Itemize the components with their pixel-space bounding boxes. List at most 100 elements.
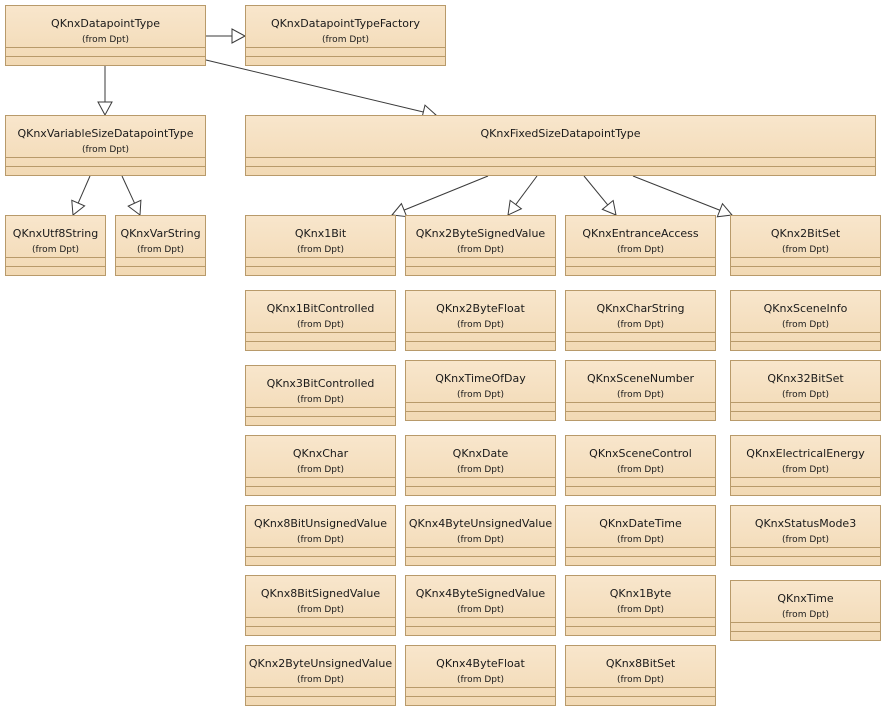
class-compartment-divider bbox=[6, 166, 205, 167]
class-name: QKnx3BitControlled bbox=[266, 377, 375, 390]
class-box-c1-7[interactable]: QKnx2ByteUnsignedValue (from Dpt) bbox=[245, 645, 396, 706]
class-compartment-divider bbox=[406, 617, 555, 618]
class-compartment-divider bbox=[566, 332, 715, 333]
class-stereotype: (from Dpt) bbox=[457, 245, 504, 255]
class-compartment-divider bbox=[566, 341, 715, 342]
class-compartment-divider bbox=[246, 166, 875, 167]
class-box-c3-6[interactable]: QKnx1Byte(from Dpt) bbox=[565, 575, 716, 636]
class-box-c3-2[interactable]: QKnxCharString (from Dpt) bbox=[565, 290, 716, 351]
class-box-c4-1[interactable]: QKnx2BitSet(from Dpt) bbox=[730, 215, 881, 276]
class-compartment-divider bbox=[406, 486, 555, 487]
class-stereotype: (from Dpt) bbox=[322, 35, 369, 45]
class-compartment-divider bbox=[246, 56, 445, 57]
class-box-c4-5[interactable]: QKnxStatusMode3(from Dpt) bbox=[730, 505, 881, 566]
class-name: QKnxVariableSizeDatapointType bbox=[17, 127, 194, 140]
class-compartment-divider bbox=[731, 257, 880, 258]
class-compartment-divider bbox=[566, 266, 715, 267]
class-name: QKnx2ByteUnsignedValue bbox=[248, 657, 393, 670]
class-stereotype: (from Dpt) bbox=[782, 320, 829, 330]
class-box-datapoint-type-factory[interactable]: QKnxDatapointTypeFactory(from Dpt) bbox=[245, 5, 446, 66]
class-box-utf8-string[interactable]: QKnxUtf8String(from Dpt) bbox=[5, 215, 106, 276]
class-compartment-divider bbox=[6, 266, 105, 267]
class-stereotype: (from Dpt) bbox=[782, 535, 829, 545]
class-name: QKnxTime bbox=[777, 592, 834, 605]
class-stereotype: (from Dpt) bbox=[617, 605, 664, 615]
class-compartment-divider bbox=[246, 547, 395, 548]
arrow-type-to-fixed-size bbox=[205, 59, 438, 120]
class-compartment-divider bbox=[246, 47, 445, 48]
class-name: QKnxCharString bbox=[596, 302, 685, 315]
class-box-c3-1[interactable]: QKnxEntranceAccess(from Dpt) bbox=[565, 215, 716, 276]
class-compartment-divider bbox=[566, 411, 715, 412]
class-box-c3-3[interactable]: QKnxSceneNumber (from Dpt) bbox=[565, 360, 716, 421]
class-box-c4-3[interactable]: QKnx32BitSet(from Dpt) bbox=[730, 360, 881, 421]
class-box-c1-1[interactable]: QKnx1Bit(from Dpt) bbox=[245, 215, 396, 276]
class-box-c1-2[interactable]: QKnx1BitControlled (from Dpt) bbox=[245, 290, 396, 351]
class-stereotype: (from Dpt) bbox=[617, 320, 664, 330]
class-box-c2-1[interactable]: QKnx2ByteSignedValue(from Dpt) bbox=[405, 215, 556, 276]
class-box-c2-3[interactable]: QKnxTimeOfDay(from Dpt) bbox=[405, 360, 556, 421]
class-box-variable-size[interactable]: QKnxVariableSizeDatapointType(from Dpt) bbox=[5, 115, 206, 176]
class-compartment-divider bbox=[246, 626, 395, 627]
class-compartment-divider bbox=[731, 631, 880, 632]
class-compartment-divider bbox=[406, 257, 555, 258]
class-box-c1-5[interactable]: QKnx8BitUnsignedValue(from Dpt) bbox=[245, 505, 396, 566]
class-compartment-divider bbox=[246, 486, 395, 487]
class-compartment-divider bbox=[731, 266, 880, 267]
arrow-type-to-factory bbox=[206, 28, 247, 44]
class-stereotype: (from Dpt) bbox=[782, 610, 829, 620]
class-box-fixed-size[interactable]: QKnxFixedSizeDatapointType bbox=[245, 115, 876, 176]
class-box-datapoint-type[interactable]: QKnxDatapointType (from Dpt) bbox=[5, 5, 206, 66]
class-compartment-divider bbox=[731, 411, 880, 412]
class-compartment-divider bbox=[246, 617, 395, 618]
class-name: QKnxUtf8String bbox=[12, 227, 99, 240]
class-box-c3-7[interactable]: QKnx8BitSet(from Dpt) bbox=[565, 645, 716, 706]
class-name: QKnxDatapointType bbox=[51, 17, 160, 30]
arrow-fixed-to-2bitset bbox=[632, 175, 733, 218]
class-box-c2-2[interactable]: QKnx2ByteFloat(from Dpt) bbox=[405, 290, 556, 351]
class-box-c2-5[interactable]: QKnx4ByteUnsignedValue(from Dpt) bbox=[405, 505, 556, 566]
class-stereotype: (from Dpt) bbox=[297, 395, 344, 405]
class-box-c1-6[interactable]: QKnx8BitSignedValue(from Dpt) bbox=[245, 575, 396, 636]
class-compartment-divider bbox=[246, 687, 395, 688]
class-compartment-divider bbox=[406, 402, 555, 403]
class-stereotype: (from Dpt) bbox=[457, 390, 504, 400]
class-compartment-divider bbox=[6, 56, 205, 57]
class-box-c4-2[interactable]: QKnxSceneInfo(from Dpt) bbox=[730, 290, 881, 351]
class-compartment-divider bbox=[566, 687, 715, 688]
class-box-c4-6[interactable]: QKnxTime (from Dpt) bbox=[730, 580, 881, 641]
class-name: QKnxVarString bbox=[120, 227, 201, 240]
class-box-c2-6[interactable]: QKnx4ByteSignedValue(from Dpt) bbox=[405, 575, 556, 636]
class-box-c1-3[interactable]: QKnx3BitControlled (from Dpt) bbox=[245, 365, 396, 426]
class-stereotype: (from Dpt) bbox=[457, 675, 504, 685]
class-compartment-divider bbox=[566, 257, 715, 258]
class-compartment-divider bbox=[406, 547, 555, 548]
class-compartment-divider bbox=[246, 341, 395, 342]
class-stereotype: (from Dpt) bbox=[782, 465, 829, 475]
class-name: QKnx8BitUnsignedValue bbox=[254, 517, 387, 530]
arrow-fixed-to-2bytesigned bbox=[507, 175, 538, 216]
arrow-fixed-to-entrance bbox=[583, 175, 617, 216]
class-box-c4-4[interactable]: QKnxElectricalEnergy(from Dpt) bbox=[730, 435, 881, 496]
class-box-c1-4[interactable]: QKnxChar(from Dpt) bbox=[245, 435, 396, 496]
class-compartment-divider bbox=[566, 556, 715, 557]
class-compartment-divider bbox=[731, 477, 880, 478]
class-name: QKnx1Bit bbox=[294, 227, 347, 240]
class-name: QKnx1BitControlled bbox=[266, 302, 375, 315]
class-stereotype: (from Dpt) bbox=[617, 390, 664, 400]
class-compartment-divider bbox=[246, 477, 395, 478]
class-stereotype: (from Dpt) bbox=[297, 675, 344, 685]
arrow-variable-to-utf8 bbox=[71, 175, 91, 216]
class-box-var-string[interactable]: QKnxVarString(from Dpt) bbox=[115, 215, 206, 276]
class-stereotype: (from Dpt) bbox=[297, 320, 344, 330]
class-box-c3-5[interactable]: QKnxDateTime(from Dpt) bbox=[565, 505, 716, 566]
class-compartment-divider bbox=[246, 407, 395, 408]
class-box-c2-4[interactable]: QKnxDate(from Dpt) bbox=[405, 435, 556, 496]
class-stereotype: (from Dpt) bbox=[82, 35, 129, 45]
class-box-c3-4[interactable]: QKnxSceneControl(from Dpt) bbox=[565, 435, 716, 496]
class-compartment-divider bbox=[406, 477, 555, 478]
class-box-c2-7[interactable]: QKnx4ByteFloat (from Dpt) bbox=[405, 645, 556, 706]
class-name: QKnx4ByteFloat bbox=[436, 657, 525, 670]
class-name: QKnxSceneNumber bbox=[586, 372, 695, 385]
